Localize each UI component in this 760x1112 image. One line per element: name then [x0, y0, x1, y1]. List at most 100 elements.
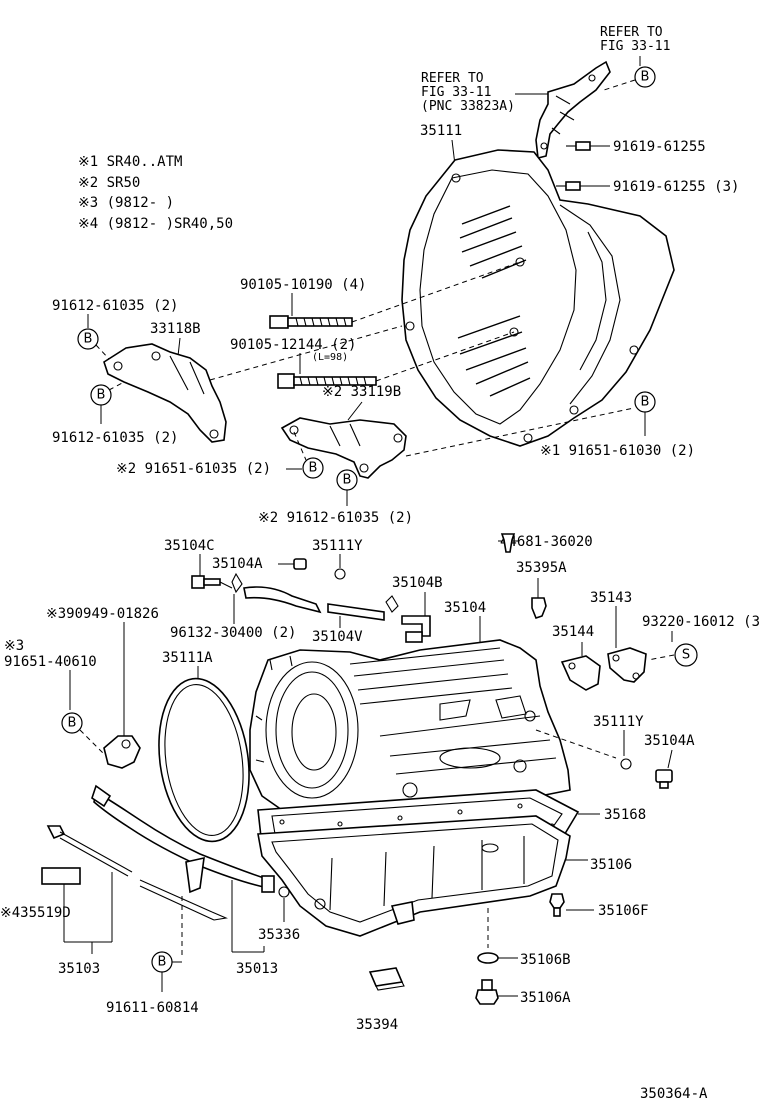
legend-notes: ※1 SR40..ATM ※2 SR50 ※3 (9812- ) ※4 (981…: [78, 154, 233, 232]
label-3-mark: ※3: [4, 638, 24, 654]
bolt-90105-12144: [277, 331, 515, 389]
fitting-35104C: [191, 575, 233, 589]
label-91612-61035-bottom: ※2 91612-61035 (2): [258, 510, 413, 526]
label-35104V: 35104V: [312, 629, 363, 645]
note-4: ※4 (9812- )SR40,50: [78, 216, 233, 232]
label-435519D: ※435519D: [0, 905, 71, 921]
oring-35111Y-right: [620, 758, 632, 770]
label-35395A: 35395A: [516, 560, 567, 576]
bracket-33119B: [280, 417, 407, 479]
transmission-case-35111: [401, 149, 675, 447]
valve-44681: [500, 533, 516, 553]
callout-s: S: [674, 643, 698, 667]
oring-35336: [278, 886, 290, 898]
figure-id: 350364-A: [640, 1086, 708, 1102]
callout-b-left-mid: B: [90, 384, 112, 406]
label-35394: 35394: [356, 1017, 398, 1033]
bracket-top: [535, 60, 611, 159]
label-90105-12144: 90105-12144 (2): [230, 337, 356, 353]
label-35143: 35143: [590, 590, 632, 606]
label-35336: 35336: [258, 927, 300, 943]
oring-35111Y-top: [334, 568, 346, 580]
label-91619-61255: 91619-61255: [613, 139, 706, 155]
callout-b-33119-left: B: [302, 457, 324, 479]
callout-s-label: S: [682, 648, 690, 663]
washer-35106B: [477, 952, 499, 964]
note-1: ※1 SR40..ATM: [78, 154, 182, 170]
callout-b-dipstick: B: [151, 951, 173, 973]
pipe-segment: [327, 603, 385, 621]
bolt-91619-a: [566, 141, 610, 151]
sensor-35395A: [531, 597, 547, 619]
label-35111A: 35111A: [162, 650, 213, 666]
dipstick-35103: [46, 825, 228, 921]
refer-mid-line1: REFER TO: [421, 71, 484, 86]
label-35103: 35103: [58, 961, 100, 977]
oil-pan-35106: [257, 815, 571, 937]
callout-b-label: B: [641, 70, 650, 85]
callout-b-sensor: B: [61, 712, 83, 734]
callout-b-label: B: [309, 461, 318, 476]
note-2: ※2 SR50: [78, 175, 140, 191]
label-91619-61255-3: 91619-61255 (3): [613, 179, 739, 195]
label-35111Y-top: 35111Y: [312, 538, 363, 554]
label-35104A-top: 35104A: [212, 556, 263, 572]
callout-b-label: B: [97, 388, 106, 403]
callout-b-label: B: [84, 332, 93, 347]
label-35106: 35106: [590, 857, 632, 873]
note-3: ※3 (9812- ): [78, 195, 174, 211]
tag-435519D: [41, 867, 81, 885]
callout-b-label: B: [158, 955, 167, 970]
clip-96132: [231, 572, 399, 613]
dipstick-tube-35013: [91, 784, 275, 955]
label-35106F: 35106F: [598, 903, 649, 919]
label-390949-01826: ※390949-01826: [46, 606, 159, 622]
fitting-35104B: [401, 615, 431, 643]
label-35104: 35104: [444, 600, 486, 616]
drain-plug-35106A: [475, 979, 499, 1005]
label-91612-61035-top: 91612-61035 (2): [52, 298, 178, 314]
label-44681-36020: 44681-36020: [500, 534, 593, 550]
refer-top-line1: REFER TO: [600, 25, 663, 40]
label-33118B: 33118B: [150, 321, 201, 337]
bolt-35106F: [549, 893, 565, 917]
refer-mid-line3: (PNC 33823A): [421, 99, 515, 114]
callout-b-top-right: B: [634, 66, 656, 88]
bracket-33118B: [103, 343, 227, 443]
label-96132-30400: 96132-30400 (2): [170, 625, 296, 641]
label-35106A: 35106A: [520, 990, 571, 1006]
refer-fig-mid: REFER TO FIG 33-11 (PNC 33823A): [421, 71, 548, 114]
refer-top-line2: FIG 33-11: [600, 39, 670, 54]
callout-b-label: B: [68, 716, 77, 731]
label-35144: 35144: [552, 624, 594, 640]
label-35111Y-right: 35111Y: [593, 714, 644, 730]
bracket-35143: [607, 647, 647, 683]
bracket-35144: [560, 655, 601, 691]
plug-35104A-top: [293, 558, 307, 570]
oring-35111A: [158, 677, 250, 843]
callout-b-right-case: B: [634, 391, 656, 413]
sensor-390949: [103, 735, 141, 769]
transmission-body-35104: [249, 639, 571, 827]
label-91651-61030: ※1 91651-61030 (2): [540, 443, 695, 459]
magnet-35394: [368, 967, 405, 991]
label-33119B: ※2 33119B: [322, 384, 401, 400]
label-91651-61035: ※2 91651-61035 (2): [116, 461, 271, 477]
callout-b-left-top: B: [77, 328, 99, 350]
label-35013: 35013: [236, 961, 278, 977]
label-90105-10190: 90105-10190 (4): [240, 277, 366, 293]
label-35168: 35168: [604, 807, 646, 823]
callout-b-label: B: [343, 473, 352, 488]
label-35104B: 35104B: [392, 575, 443, 591]
label-35104A-right: 35104A: [644, 733, 695, 749]
hose-35104V: [243, 586, 322, 614]
refer-mid-line2: FIG 33-11: [421, 85, 491, 100]
callout-b-33119-bottom: B: [336, 469, 358, 491]
refer-fig-top: REFER TO FIG 33-11: [600, 25, 670, 66]
callout-b-label: B: [641, 395, 650, 410]
label-91612-61035-left: 91612-61035 (2): [52, 430, 178, 446]
label-91651-40610: 91651-40610: [4, 654, 97, 670]
label-35104C: 35104C: [164, 538, 215, 554]
plug-35104A-right: [655, 769, 673, 789]
label-35106B: 35106B: [520, 952, 571, 968]
